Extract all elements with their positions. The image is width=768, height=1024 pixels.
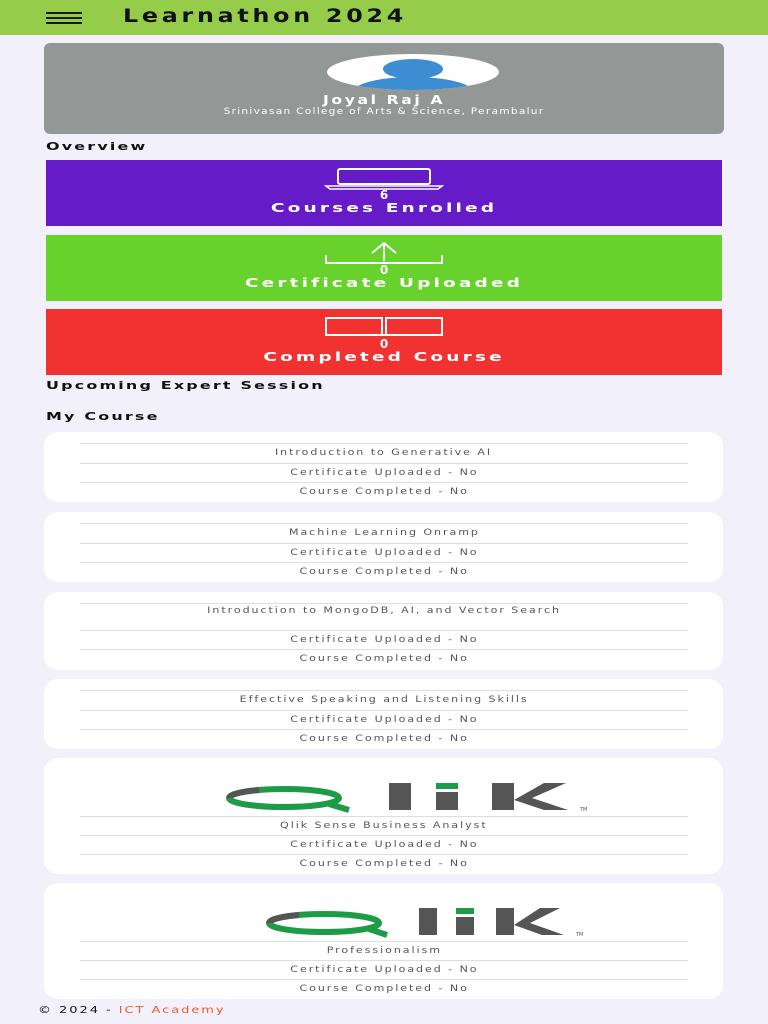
completed-course-count: 0 (379, 337, 389, 351)
svg-text:TM: TM (575, 932, 583, 938)
course-card[interactable]: TM Professionalism Certificate Uploaded … (44, 883, 723, 999)
courses-enrolled-card[interactable]: 6 Courses Enrolled (46, 160, 722, 226)
course-card[interactable]: Machine Learning Onramp Certificate Uplo… (44, 512, 723, 582)
certificate-status: Certificate Uploaded - No (80, 710, 688, 730)
ict-academy-link[interactable]: ICT Academy (118, 1005, 226, 1016)
user-name: Joyal Raj A (323, 93, 445, 107)
footer: © 2024 - ICT Academy (38, 1005, 226, 1016)
overview-heading: Overview (46, 140, 148, 153)
book-icon (46, 315, 722, 337)
completion-status: Course Completed - No (80, 649, 688, 669)
laptop-icon (46, 168, 722, 190)
completion-status: Course Completed - No (80, 854, 688, 874)
certificate-status: Certificate Uploaded - No (80, 960, 688, 980)
course-name: Qlik Sense Business Analyst (80, 816, 688, 836)
completion-status: Course Completed - No (80, 562, 688, 582)
certificate-status: Certificate Uploaded - No (80, 543, 688, 563)
user-avatar-icon (327, 54, 499, 90)
my-course-heading: My Course (46, 410, 160, 423)
completed-course-label: Completed Course (263, 350, 505, 364)
copyright-text: © 2024 - (38, 1005, 119, 1016)
course-name: Introduction to MongoDB, AI, and Vector … (80, 603, 688, 631)
completed-course-card[interactable]: 0 Completed Course (46, 309, 722, 375)
profile-card: Joyal Raj A Srinivasan College of Arts &… (44, 43, 724, 134)
upcoming-session-heading: Upcoming Expert Session (46, 379, 325, 392)
completion-status: Course Completed - No (80, 979, 688, 999)
course-card[interactable]: TM Qlik Sense Business Analyst Certifica… (44, 758, 723, 874)
certificate-status: Certificate Uploaded - No (80, 630, 688, 650)
course-name: Effective Speaking and Listening Skills (80, 690, 688, 710)
certificate-uploaded-card[interactable]: 0 Certificate Uploaded (46, 235, 722, 301)
courses-enrolled-label: Courses Enrolled (270, 201, 498, 215)
certificate-uploaded-label: Certificate Uploaded (244, 276, 524, 290)
course-name: Machine Learning Onramp (80, 523, 688, 543)
app-title: Learnathon 2024 (123, 5, 408, 27)
upload-icon (46, 241, 722, 264)
hamburger-menu-icon[interactable] (46, 12, 82, 24)
course-card[interactable]: Introduction to MongoDB, AI, and Vector … (44, 592, 723, 670)
course-name: Introduction to Generative AI (80, 443, 688, 463)
certificate-status: Certificate Uploaded - No (80, 835, 688, 855)
user-college: Srinivasan College of Arts & Science, Pe… (223, 107, 545, 117)
course-card[interactable]: Introduction to Generative AI Certificat… (44, 432, 723, 502)
completion-status: Course Completed - No (80, 729, 688, 749)
course-card[interactable]: Effective Speaking and Listening Skills … (44, 679, 723, 749)
certificate-uploaded-count: 0 (379, 263, 389, 277)
svg-text:TM: TM (579, 807, 587, 813)
qlik-logo: TM (44, 768, 723, 816)
certificate-status: Certificate Uploaded - No (80, 463, 688, 483)
courses-enrolled-count: 6 (379, 188, 389, 202)
completion-status: Course Completed - No (80, 482, 688, 502)
course-name: Professionalism (80, 941, 688, 961)
qlik-logo: TM (44, 893, 723, 941)
top-bar: Learnathon 2024 (0, 0, 768, 35)
